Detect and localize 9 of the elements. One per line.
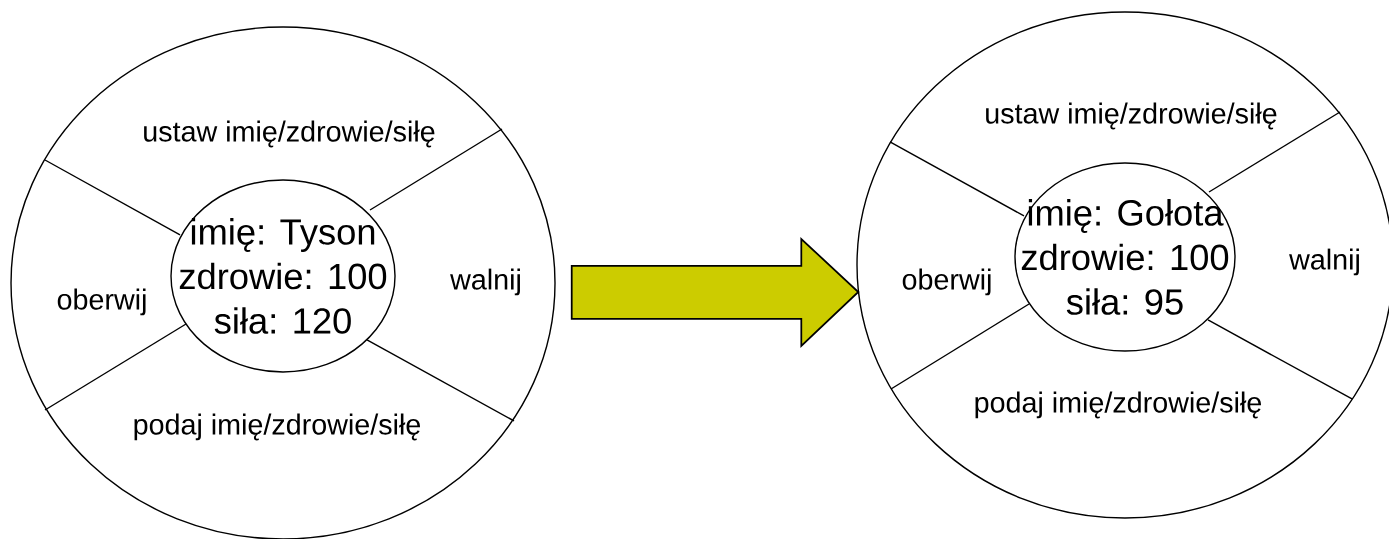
method-label: podaj imię/zdrowie/siłę (975, 391, 1261, 419)
method-label: ustaw imię/zdrowie/siłę (144, 120, 435, 148)
method-label: podaj imię/zdrowie/siłę (134, 413, 420, 441)
method-label: oberwij (902, 268, 991, 296)
block-arrow (570, 236, 860, 349)
method-label: oberwij (57, 288, 146, 316)
method-label: walnij (450, 268, 520, 296)
method-label: walnij (1289, 248, 1359, 276)
method-label: ustaw imię/zdrowie/siłę (986, 102, 1277, 130)
